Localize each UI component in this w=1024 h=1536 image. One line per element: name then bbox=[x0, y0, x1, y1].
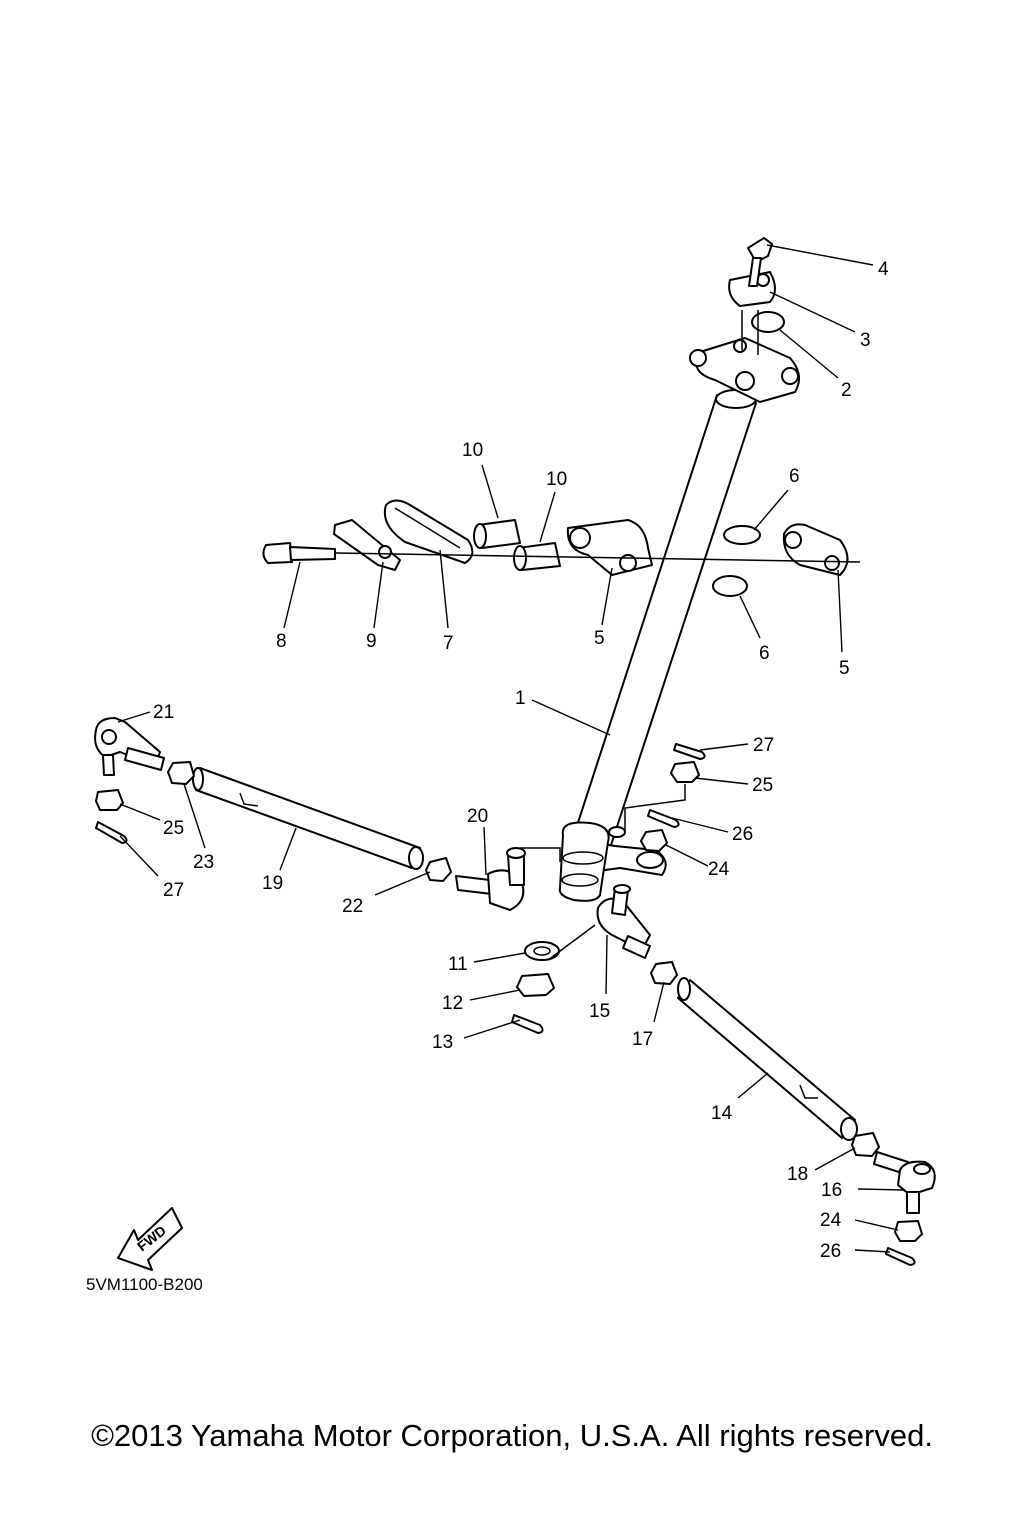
callout-6-lower: 6 bbox=[759, 643, 770, 664]
callout-26-center: 26 bbox=[732, 824, 753, 845]
upper-holder bbox=[689, 337, 800, 403]
rod-end-16 bbox=[873, 1151, 936, 1214]
plain-washer-2 bbox=[751, 311, 785, 333]
cotter-pin-26-center bbox=[647, 809, 680, 828]
tie-rod-14 bbox=[677, 977, 858, 1141]
callout-20: 20 bbox=[467, 806, 488, 827]
nut-24-center bbox=[640, 829, 668, 852]
nut-18 bbox=[851, 1132, 880, 1157]
callout-18: 18 bbox=[787, 1164, 808, 1185]
callout-8: 8 bbox=[276, 631, 287, 652]
callout-10-right: 10 bbox=[546, 469, 567, 490]
nut-25-center bbox=[670, 761, 700, 783]
callout-24-right: 24 bbox=[820, 1210, 842, 1231]
lock-washer-9 bbox=[333, 519, 401, 571]
callout-27-left: 27 bbox=[163, 880, 184, 901]
nut-23 bbox=[167, 761, 195, 785]
callout-23: 23 bbox=[193, 852, 214, 873]
copyright-notice: ©2013 Yamaha Motor Corporation, U.S.A. A… bbox=[91, 1418, 933, 1453]
callout-13: 13 bbox=[432, 1032, 453, 1053]
callout-2: 2 bbox=[841, 380, 852, 401]
callout-25-left: 25 bbox=[163, 818, 184, 839]
rod-end-21 bbox=[94, 717, 165, 776]
callout-4: 4 bbox=[878, 259, 889, 280]
circlip-6-upper bbox=[723, 525, 761, 545]
bushing-5-right bbox=[782, 523, 849, 576]
bushing-plate-7 bbox=[383, 499, 474, 564]
callout-16: 16 bbox=[821, 1180, 842, 1201]
callout-1: 1 bbox=[515, 688, 526, 709]
callout-11: 11 bbox=[448, 954, 468, 975]
callout-10-left: 10 bbox=[462, 440, 483, 461]
tie-rod-19 bbox=[192, 767, 424, 870]
nut-24-right bbox=[894, 1220, 923, 1242]
rod-end-15 bbox=[596, 884, 651, 959]
circlip-6-lower bbox=[712, 575, 748, 597]
callout-7: 7 bbox=[443, 633, 454, 654]
nut-22 bbox=[425, 857, 452, 882]
callout-14: 14 bbox=[711, 1103, 733, 1124]
nut-25-left bbox=[95, 789, 124, 811]
callout-24-center: 24 bbox=[708, 859, 730, 880]
cotter-pin-26-right bbox=[885, 1247, 916, 1266]
leader-lines bbox=[117, 244, 906, 1253]
callout-17: 17 bbox=[632, 1029, 653, 1050]
cotter-pin-27-center bbox=[673, 743, 706, 760]
bolt-8 bbox=[262, 542, 336, 564]
callout-27-center: 27 bbox=[753, 735, 774, 756]
callout-15: 15 bbox=[589, 1001, 610, 1022]
callout-21: 21 bbox=[153, 702, 174, 723]
steering-shaft bbox=[558, 389, 757, 902]
nut-17 bbox=[650, 961, 678, 985]
washer-11 bbox=[524, 941, 560, 961]
callout-5-left: 5 bbox=[594, 628, 605, 649]
callout-19: 19 bbox=[262, 873, 283, 894]
cotter-pin-27-left bbox=[95, 821, 128, 844]
callout-26-right: 26 bbox=[820, 1241, 841, 1262]
nut-12 bbox=[516, 973, 555, 997]
callout-3: 3 bbox=[860, 330, 871, 351]
callout-9: 9 bbox=[366, 631, 377, 652]
rod-end-20 bbox=[455, 847, 526, 911]
callout-22: 22 bbox=[342, 896, 363, 917]
bolt-4 bbox=[747, 237, 773, 287]
cotter-pin-13 bbox=[511, 1014, 544, 1034]
callout-5-right: 5 bbox=[839, 658, 850, 679]
bushing-5-left bbox=[566, 519, 653, 576]
callout-6-upper: 6 bbox=[789, 466, 800, 487]
fwd-arrow-icon: FWD bbox=[117, 1207, 183, 1271]
callout-25-center: 25 bbox=[752, 775, 773, 796]
diagram-part-code: 5VM1100-B200 bbox=[86, 1275, 203, 1294]
callout-12: 12 bbox=[442, 993, 463, 1014]
collar-10a bbox=[473, 519, 521, 549]
